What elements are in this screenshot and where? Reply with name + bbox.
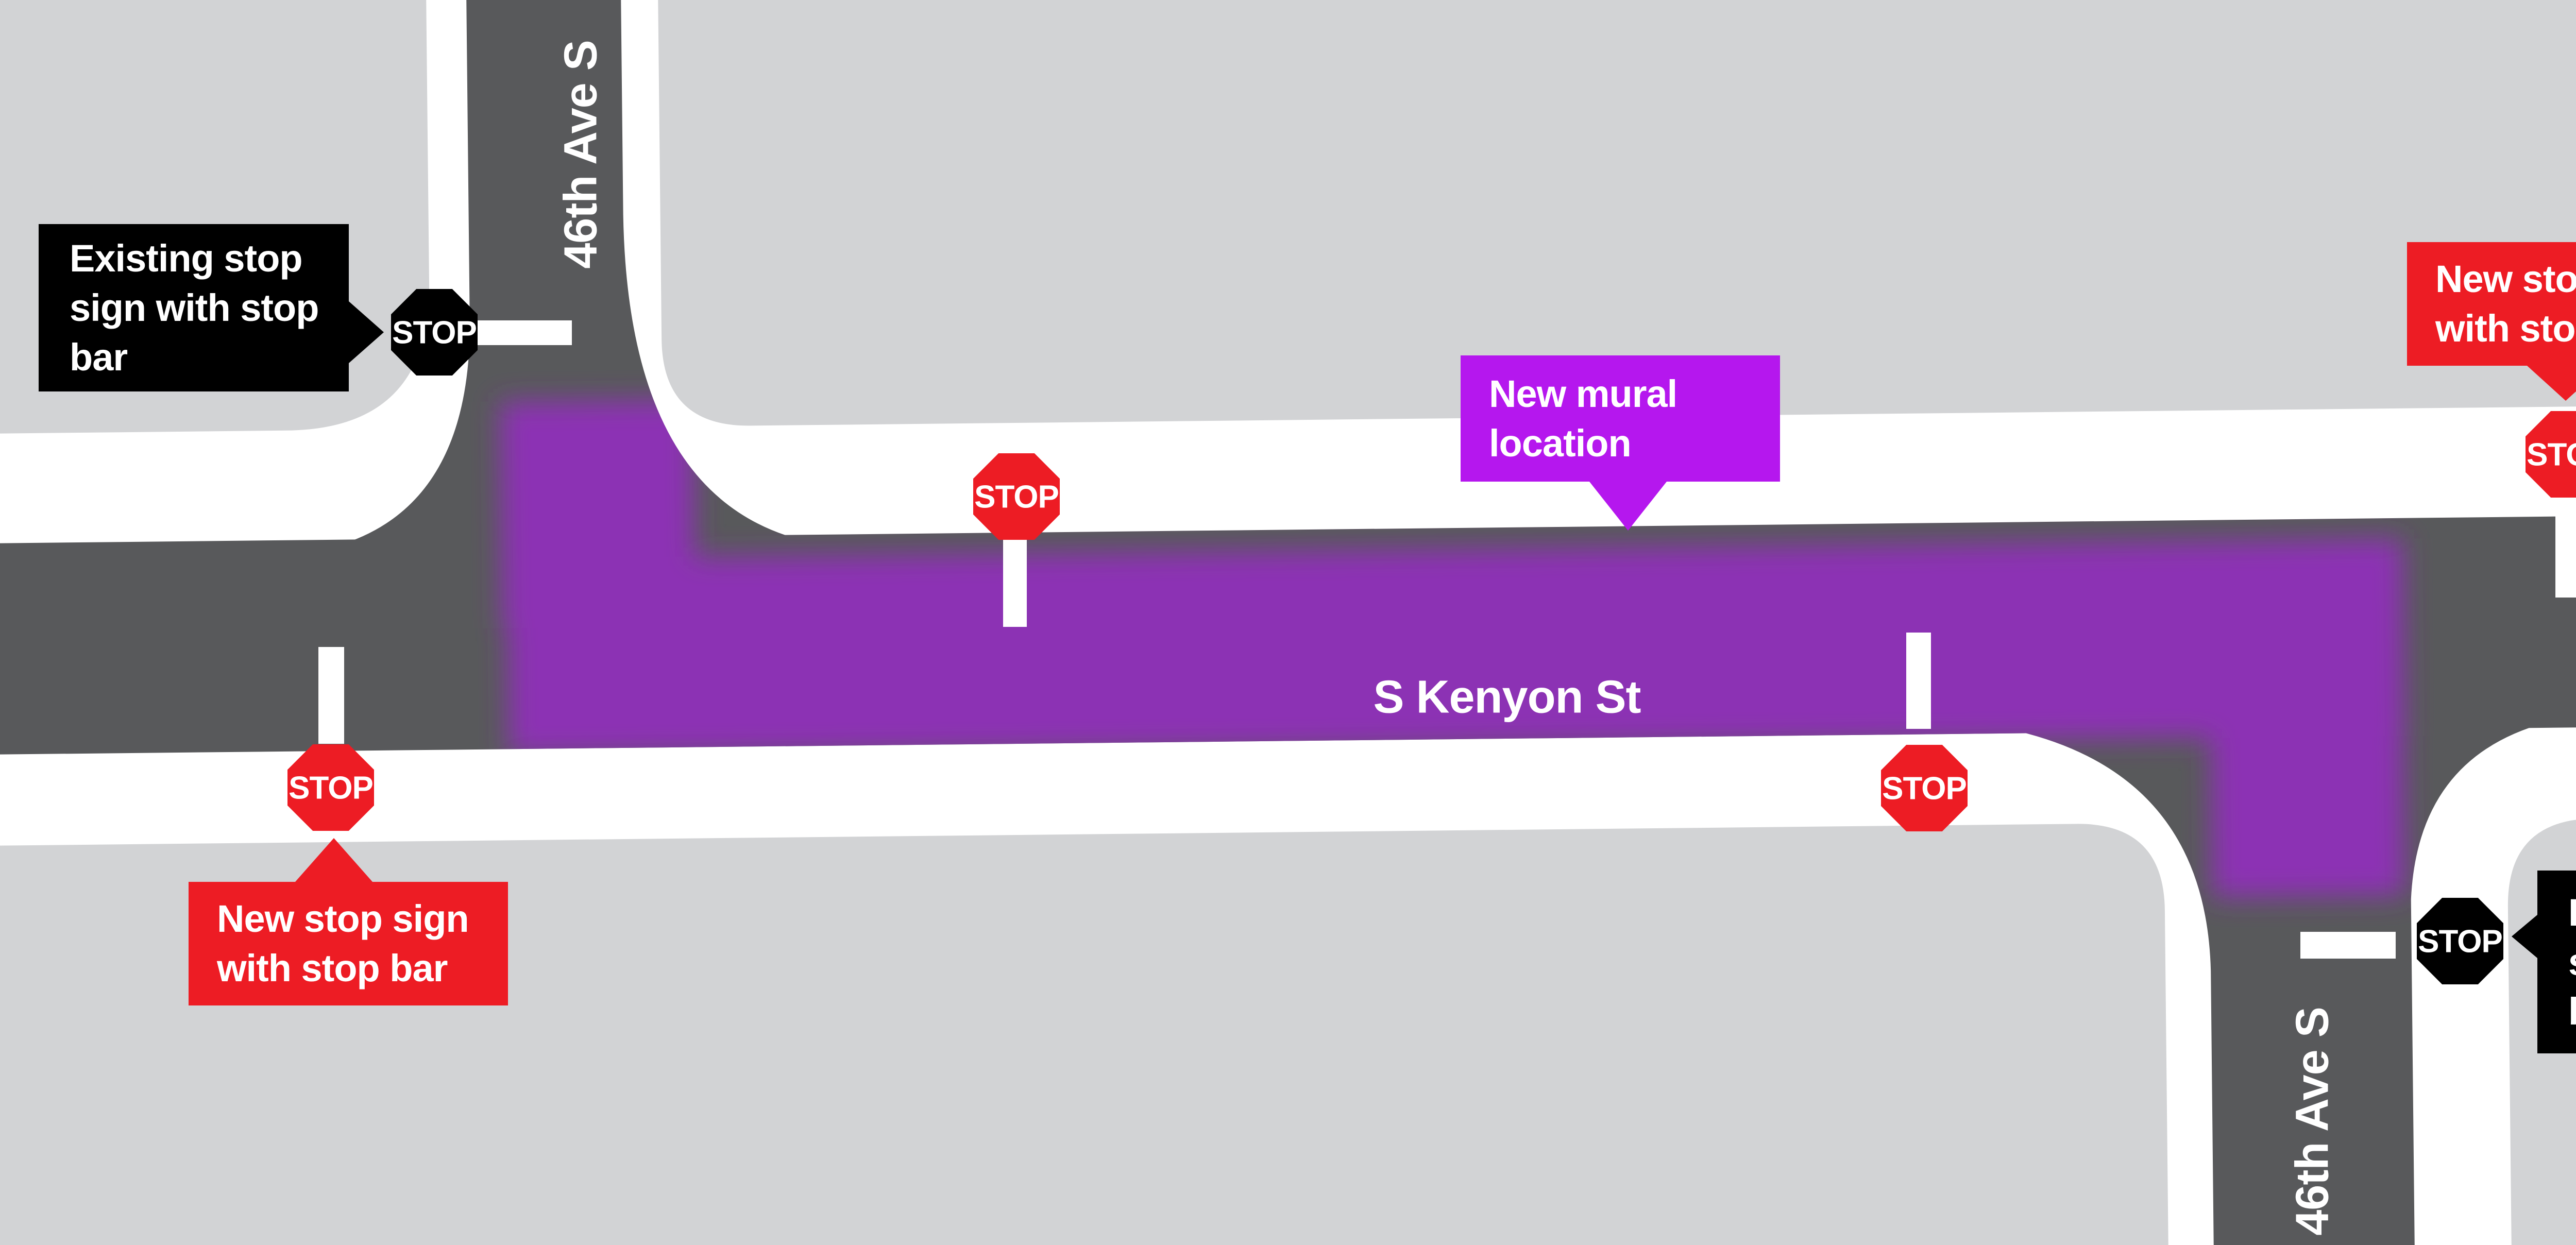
road-46th-ave-s-north xyxy=(336,0,806,546)
callout-line: New mural xyxy=(1489,372,1677,415)
stop-sign-new-top-middle: STOP xyxy=(973,453,1060,540)
road-46th-ave-s-south xyxy=(2005,722,2547,1245)
stop-bar-existing-south-leg xyxy=(2300,932,2396,959)
stop-sign-new-mid-right: STOP xyxy=(1881,745,1968,831)
callout-line: with stop bar xyxy=(217,947,448,990)
callout-line: New stop sign xyxy=(217,897,469,940)
stop-sign-label: STOP xyxy=(289,771,373,806)
callout-line: Existing stop xyxy=(2568,888,2576,937)
stop-sign-new-bottom-left: STOP xyxy=(287,744,374,831)
callout-line: New stop sign xyxy=(2435,258,2576,300)
street-label-46th-ave-s-north: 46th Ave S xyxy=(555,40,607,269)
stop-sign-label: STOP xyxy=(2527,437,2576,473)
stop-sign-label: STOP xyxy=(392,315,477,351)
callout-existing-stop-sign-top-left: Existing stop sign with stop bar xyxy=(39,224,384,391)
callout-new-stop-sign-top-right: New stop sign with stop bar xyxy=(2407,242,2576,401)
callout-line: Existing stop xyxy=(70,236,303,280)
stop-bar-new-eastbound-mid xyxy=(1003,528,1027,627)
callout-pointer xyxy=(349,301,384,363)
callout-line: with stop bar xyxy=(2435,307,2576,350)
callout-line: sign with stop xyxy=(2568,937,2576,987)
stop-sign-existing-top-left: STOP xyxy=(391,289,478,376)
callout-line: bar xyxy=(2568,987,2576,1036)
street-label-s-kenyon-st: S Kenyon St xyxy=(1373,672,1640,723)
callout-pointer xyxy=(295,838,372,882)
stop-sign-new-top-right: STOP xyxy=(2526,411,2576,498)
callout-line: sign with stop xyxy=(70,286,319,329)
callout-existing-stop-sign-bottom-right: Existing stop sign with stop bar xyxy=(2512,871,2576,1053)
stop-sign-label: STOP xyxy=(974,480,1059,515)
stop-bar-new-eastbound-right xyxy=(2555,507,2576,598)
stop-bar-new-westbound-mid xyxy=(1906,633,1931,729)
city-block-bottom-left xyxy=(0,824,2169,1245)
callout-pointer xyxy=(2527,366,2576,401)
callout-new-mural-location: New mural location xyxy=(1461,355,1780,531)
stop-bar-new-westbound-left xyxy=(318,647,344,744)
stop-sign-label: STOP xyxy=(2418,924,2502,960)
callout-line: location xyxy=(1489,421,1632,465)
callout-pointer xyxy=(1589,482,1667,531)
callout-line: bar xyxy=(70,335,128,379)
stop-sign-label: STOP xyxy=(1882,771,1967,807)
callout-new-stop-sign-bottom-left: New stop sign with stop bar xyxy=(189,838,508,1005)
stop-bar-existing-north-leg xyxy=(474,320,572,345)
callout-pointer xyxy=(2512,915,2537,958)
stop-sign-existing-bottom-right: STOP xyxy=(2417,898,2503,984)
street-label-46th-ave-s-south: 46th Ave S xyxy=(2287,1007,2338,1236)
city-block-top-right xyxy=(657,0,2576,426)
